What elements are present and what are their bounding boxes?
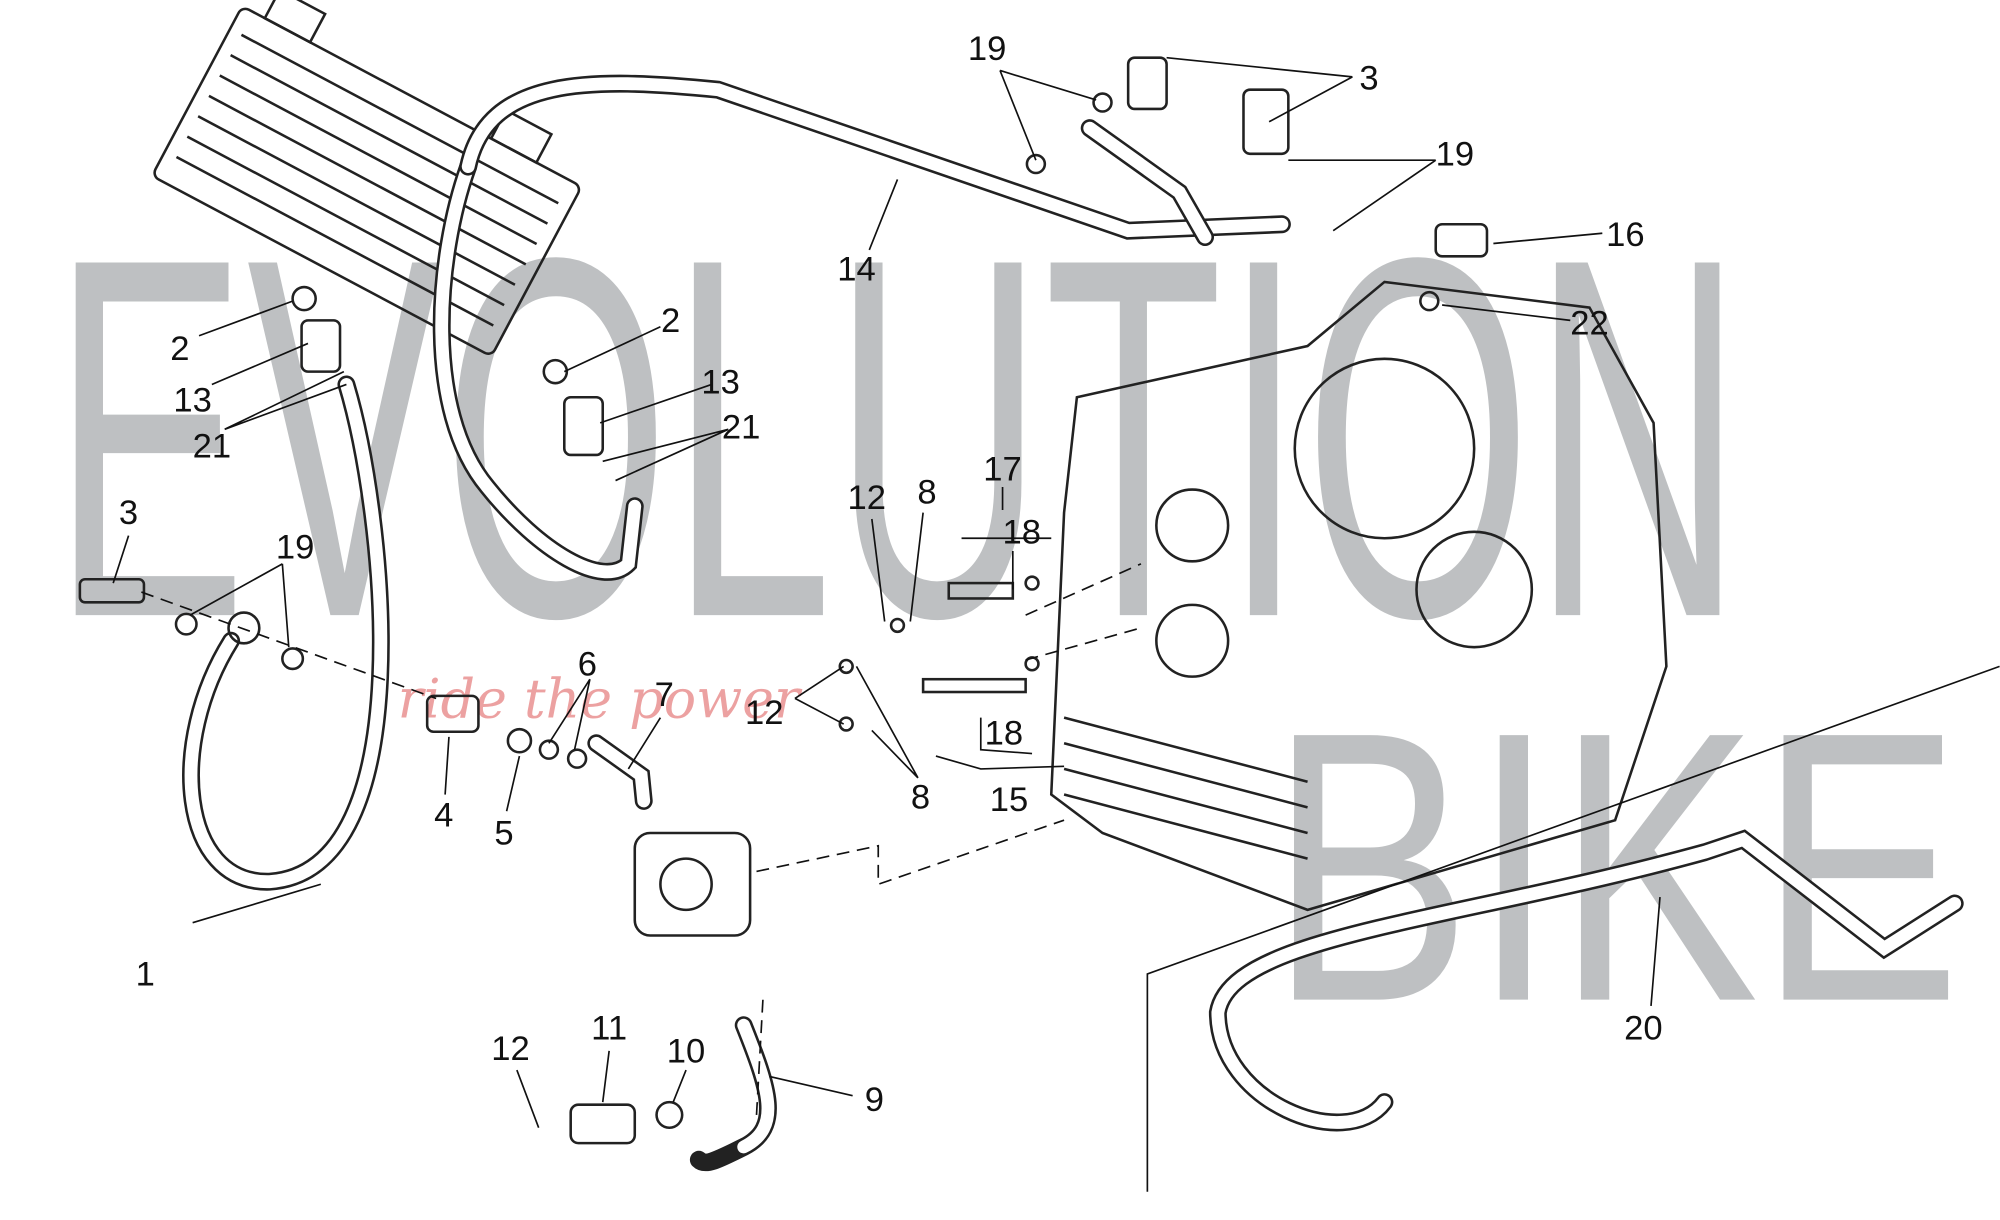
callout-18: 18 <box>985 715 1023 753</box>
watermark-evolution: EVOLUTION <box>52 151 1744 724</box>
callout-21: 21 <box>193 427 231 465</box>
callout-1: 1 <box>136 955 155 993</box>
callout-19: 19 <box>1436 135 1474 173</box>
callout-22: 22 <box>1570 304 1608 342</box>
callout-18: 18 <box>1003 513 1041 551</box>
callout-8: 8 <box>911 779 930 817</box>
callout-5: 5 <box>494 815 513 853</box>
callout-3: 3 <box>119 494 138 532</box>
callout-9: 9 <box>865 1081 884 1119</box>
callout-16: 16 <box>1606 216 1644 254</box>
callout-3: 3 <box>1359 60 1378 98</box>
leader-lines <box>112 56 2000 1192</box>
watermark: EVOLUTION BIKE ride the power <box>52 151 1961 1081</box>
callout-12: 12 <box>745 694 783 732</box>
callout-19: 19 <box>276 529 314 567</box>
callout-2: 2 <box>170 330 189 368</box>
small-parts <box>78 56 1489 1145</box>
callout-8: 8 <box>917 474 936 512</box>
watermark-slogan: ride the power <box>398 668 803 731</box>
callout-15: 15 <box>990 781 1028 819</box>
callout-4: 4 <box>434 797 453 835</box>
callout-11: 11 <box>591 1009 627 1047</box>
callout-6: 6 <box>578 645 597 683</box>
callout-7: 7 <box>655 676 674 714</box>
callout-17: 17 <box>983 451 1021 489</box>
callout-21: 21 <box>722 408 760 446</box>
callout-2: 2 <box>661 302 680 340</box>
callout-12: 12 <box>847 479 885 517</box>
callouts: 19 3 19 16 22 14 2 13 21 2 13 21 3 19 12… <box>119 30 1663 1119</box>
callout-19: 19 <box>968 30 1006 68</box>
callout-14: 14 <box>837 251 875 289</box>
callout-20: 20 <box>1624 1009 1662 1047</box>
callout-10: 10 <box>667 1032 705 1070</box>
callout-12: 12 <box>491 1030 529 1068</box>
crankcase <box>1049 280 1668 912</box>
callout-13: 13 <box>173 381 211 419</box>
callout-13: 13 <box>701 363 739 401</box>
hoses <box>182 74 1964 1172</box>
